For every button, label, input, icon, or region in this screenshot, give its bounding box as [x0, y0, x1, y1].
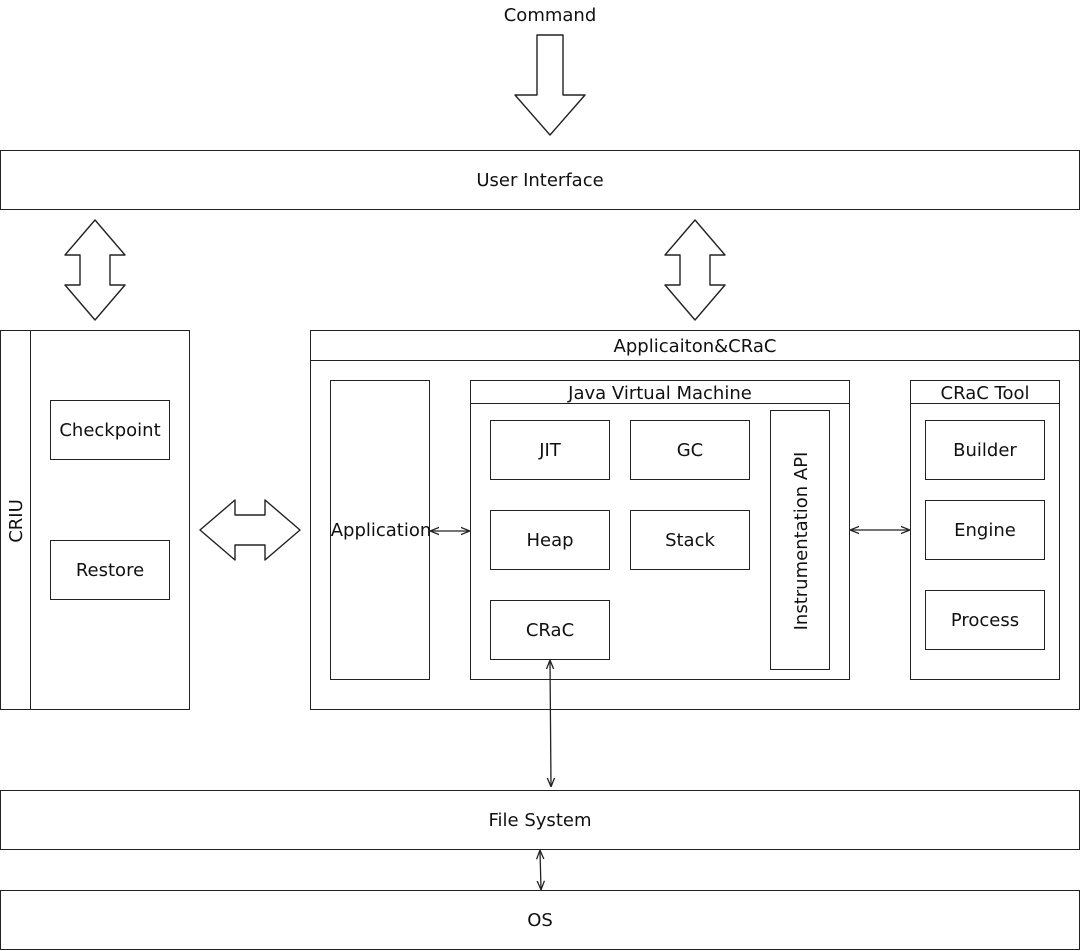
user-interface-label: User Interface	[476, 169, 604, 191]
user-interface-layer: User Interface	[0, 150, 1080, 210]
command-label: Command	[503, 4, 597, 26]
jvm-header	[470, 380, 850, 404]
file-system-layer: File System	[0, 790, 1080, 850]
application-box: Application	[330, 380, 431, 680]
ui-app-double-arrow	[664, 219, 726, 321]
gc-label: GC	[676, 439, 704, 461]
restore-label: Restore	[75, 559, 145, 581]
restore-box: Restore	[50, 540, 170, 600]
builder-box: Builder	[925, 420, 1045, 480]
checkpoint-box: Checkpoint	[50, 400, 170, 460]
engine-label: Engine	[954, 519, 1016, 541]
builder-label: Builder	[953, 439, 1017, 461]
process-box: Process	[925, 590, 1045, 650]
instrumentation-api-box: Instrumentation API	[770, 410, 830, 670]
app-crac-header	[310, 330, 1080, 361]
heap-box: Heap	[490, 510, 610, 570]
criu-app-double-arrow	[199, 499, 301, 561]
criu-title: CRIU	[5, 499, 27, 543]
criu-container: CRIU	[0, 330, 190, 710]
stack-box: Stack	[630, 510, 750, 570]
crac-tool-title: CRaC Tool	[940, 382, 1030, 404]
criu-title-strip	[0, 330, 31, 710]
jit-box: JIT	[490, 420, 610, 480]
engine-box: Engine	[925, 500, 1045, 560]
instrumentation-api-label: Instrumentation API	[790, 451, 812, 631]
jit-label: JIT	[539, 439, 561, 461]
ui-criu-double-arrow	[64, 219, 126, 321]
crac-label: CRaC	[525, 619, 575, 641]
os-label: OS	[527, 909, 553, 931]
heap-label: Heap	[526, 529, 574, 551]
jvm-title: Java Virtual Machine	[568, 382, 752, 404]
fs-os-link	[540, 851, 541, 889]
gc-box: GC	[630, 420, 750, 480]
checkpoint-label: Checkpoint	[59, 419, 161, 441]
process-label: Process	[950, 609, 1020, 631]
command-down-arrow	[514, 34, 586, 136]
os-layer: OS	[0, 890, 1080, 950]
crac-box: CRaC	[490, 600, 610, 660]
crac-tool-header	[910, 380, 1060, 404]
stack-label: Stack	[665, 529, 715, 551]
file-system-label: File System	[488, 809, 592, 831]
app-crac-title: Applicaiton&CRaC	[613, 335, 777, 357]
application-label: Application	[330, 519, 432, 541]
